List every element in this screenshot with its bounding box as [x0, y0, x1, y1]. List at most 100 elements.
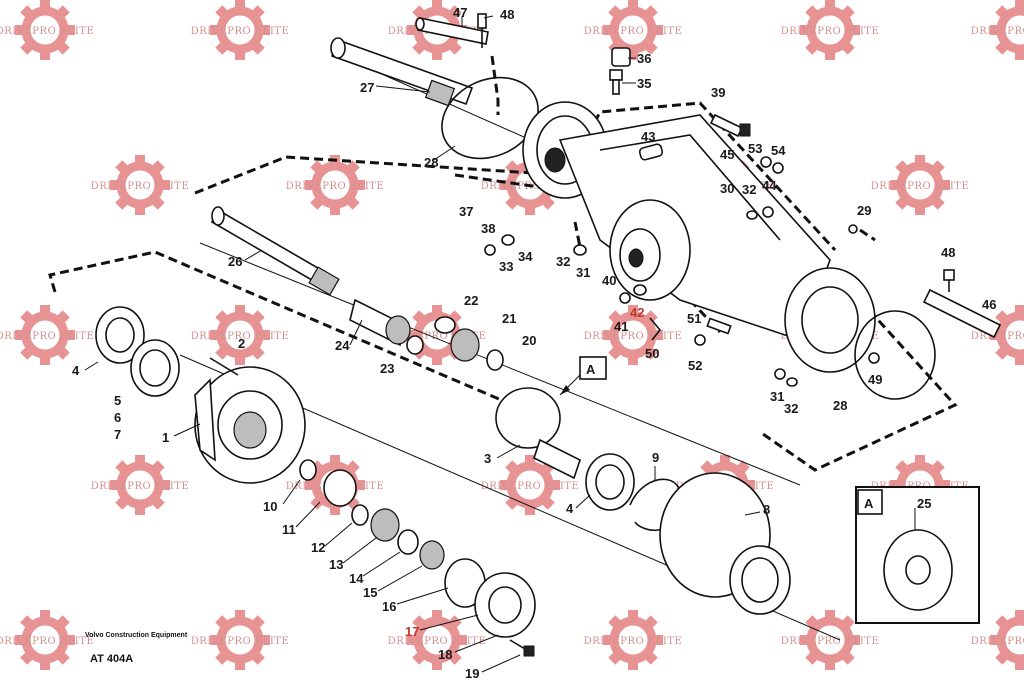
watermark-text: DRIVEPRO ELITE: [584, 636, 683, 647]
label-20: 20: [522, 333, 536, 348]
label-12: 12: [311, 540, 325, 555]
drawing-footer: Volvo Construction Equipment AT 404A: [85, 632, 188, 665]
label-34: 34: [518, 249, 533, 264]
watermark-gear-logo: DRIVEPRO ELITE: [0, 305, 94, 365]
label-41: 41: [614, 319, 628, 334]
part-15-locknut: [419, 540, 445, 570]
label-14: 14: [349, 571, 364, 586]
label-44: 44: [762, 178, 777, 193]
watermark-text: DRIVEPRO ELITE: [781, 26, 880, 37]
part-axle-housing: [558, 114, 831, 342]
label-52: 52: [688, 358, 702, 373]
watermark-text: DRIVEPRO ELITE: [584, 331, 683, 342]
watermark-text: DRIVEPRO ELITE: [191, 331, 290, 342]
watermark-gear-logo: DRIVEPRO ELITE: [191, 0, 290, 60]
part-26-axle-shaft: [210, 206, 340, 296]
watermark-gear-logo: DRIVEPRO ELITE: [91, 455, 190, 515]
label-7: 7: [114, 427, 121, 442]
label-54: 54: [771, 143, 786, 158]
label-21: 21: [502, 311, 516, 326]
label-47: 47: [453, 5, 467, 20]
watermark-gear-logo: DRIVEPRO ELITE: [971, 610, 1024, 670]
label-4-left: 4: [72, 363, 80, 378]
label-46: 46: [982, 297, 996, 312]
part-25-thrust-washer: [883, 529, 953, 611]
label-33: 33: [499, 259, 513, 274]
watermark-text: DRIVEPRO ELITE: [191, 636, 290, 647]
watermark-text: DRIVEPRO ELITE: [388, 636, 487, 647]
watermark-gear-logo: DRIVEPRO ELITE: [871, 155, 970, 215]
watermark-text: DRIVEPRO ELITE: [91, 481, 190, 492]
part-number-labels: 1 2 3 4 4 5 6 7 8 9 10 11 12 13 14 15 16…: [72, 5, 996, 681]
watermark-text: DRIVEPRO ELITE: [0, 331, 94, 342]
watermark-gear-logo: DRIVEPRO ELITE: [286, 155, 384, 215]
label-24: 24: [335, 338, 350, 353]
watermark-gear-logo: DRIVEPRO ELITE: [388, 610, 487, 670]
label-36: 36: [637, 51, 651, 66]
part-28-o-ring: [441, 76, 539, 160]
label-49: 49: [868, 372, 882, 387]
label-32-left: 32: [556, 254, 570, 269]
label-8: 8: [763, 502, 770, 517]
watermark-text: DRIVEPRO ELITE: [871, 181, 970, 192]
detail-marker-letter: A: [586, 362, 596, 377]
watermark-gear-logo: DRIVEPRO ELITE: [584, 0, 682, 60]
label-32-right: 32: [784, 401, 798, 416]
label-5: 5: [114, 393, 121, 408]
outline-rear-shaft: [490, 55, 500, 115]
label-42: 42: [630, 305, 644, 320]
part-4-bearing-left: [95, 306, 145, 364]
label-31-left: 31: [576, 265, 590, 280]
watermark-text: DRIVEPRO ELITE: [971, 636, 1024, 647]
part-4-bearing-right: [585, 453, 635, 511]
label-10: 10: [263, 499, 277, 514]
part-48-bolt: [477, 13, 487, 48]
watermark-gear-logo: DRIVEPRO ELITE: [191, 610, 290, 670]
label-13: 13: [329, 557, 343, 572]
footer-manufacturer: Volvo Construction Equipment: [85, 632, 188, 639]
outline-carrier-group: [454, 101, 837, 252]
label-28-top: 28: [424, 155, 438, 170]
part-2-stud: [209, 357, 239, 376]
label-43: 43: [641, 129, 655, 144]
watermark-gear-logo: DRIVEPRO ELITE: [0, 610, 94, 670]
label-11: 11: [282, 522, 296, 537]
part-20-bearing: [486, 349, 504, 371]
watermark-text: DRIVEPRO ELITE: [781, 636, 880, 647]
label-38: 38: [481, 221, 495, 236]
label-28-right: 28: [833, 398, 847, 413]
detail-inset-a: A: [855, 486, 980, 624]
watermark-gear-logo: DRIVEPRO ELITE: [781, 610, 880, 670]
label-40: 40: [602, 273, 616, 288]
label-9: 9: [652, 450, 659, 465]
footer-drawing-code: AT 404A: [90, 653, 133, 665]
label-27: 27: [360, 80, 374, 95]
watermark-text: DRIVEPRO ELITE: [481, 481, 580, 492]
watermark-gear-logo: DRIVEPRO ELITE: [0, 0, 94, 60]
watermark-text: DRIVEPRO ELITE: [0, 636, 94, 647]
part-28-o-ring-right: [854, 310, 936, 400]
label-16: 16: [382, 599, 396, 614]
watermark-text: DRIVEPRO ELITE: [191, 26, 290, 37]
part-3-planet-carrier: [495, 387, 581, 480]
part-17-cover: [474, 572, 536, 638]
watermark-gear-logo: DRIVEPRO ELITE: [481, 455, 580, 515]
watermark-gear-logo: DRIVEPRO ELITE: [971, 0, 1024, 60]
label-35: 35: [637, 76, 651, 91]
label-6: 6: [114, 410, 121, 425]
part-27-drive-shaft: [330, 37, 474, 107]
watermark-text: DRIVEPRO ELITE: [0, 26, 94, 37]
label-25: 25: [917, 496, 931, 511]
part-35-breather: [609, 69, 623, 95]
label-48-top: 48: [500, 7, 514, 22]
label-19: 19: [465, 666, 479, 681]
watermark-gear-logo: DRIVEPRO ELITE: [971, 305, 1024, 365]
part-36-plug: [611, 47, 631, 67]
part-43-pin: [638, 143, 664, 161]
part-47-pin: [415, 17, 489, 45]
label-50: 50: [645, 346, 659, 361]
label-15: 15: [363, 585, 377, 600]
part-46-tube: [922, 288, 1002, 339]
